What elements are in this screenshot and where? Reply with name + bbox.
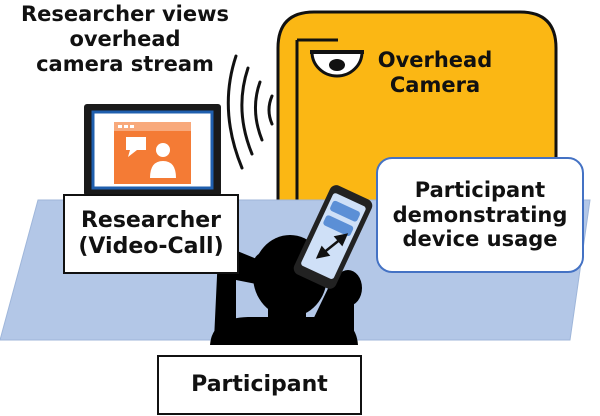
demonstrating-line-2: demonstrating xyxy=(392,202,568,227)
researcher-views-line-3: camera stream xyxy=(36,51,214,76)
overhead-camera-label: Overhead Camera xyxy=(360,48,510,98)
overhead-camera-line-2: Camera xyxy=(389,72,481,97)
researcher-line-1: Researcher xyxy=(80,208,222,234)
dome-camera-icon xyxy=(310,50,364,78)
researcher-views-line-1: Researcher views xyxy=(20,2,230,26)
participant-label-box xyxy=(157,355,362,415)
researcher-views-line-2: overhead xyxy=(69,26,181,51)
demonstrating-line-3: device usage xyxy=(402,227,558,252)
researcher-line-2: (Video-Call) xyxy=(78,234,224,259)
researcher-label-box: Researcher (Video-Call) xyxy=(63,194,239,274)
video-call-icon xyxy=(114,122,191,184)
participant-demonstrating-callout: Participant demonstrating device usage xyxy=(376,157,584,273)
overhead-camera-line-1: Overhead xyxy=(377,48,493,72)
researcher-views-caption: Researcher views overhead camera stream xyxy=(0,2,250,76)
participant-label: Participant xyxy=(191,372,328,397)
participant-silhouette xyxy=(210,235,362,345)
wifi-signal-icon xyxy=(226,54,274,170)
resize-arrow-icon xyxy=(315,233,349,259)
demonstrating-line-1: Participant xyxy=(414,177,546,202)
